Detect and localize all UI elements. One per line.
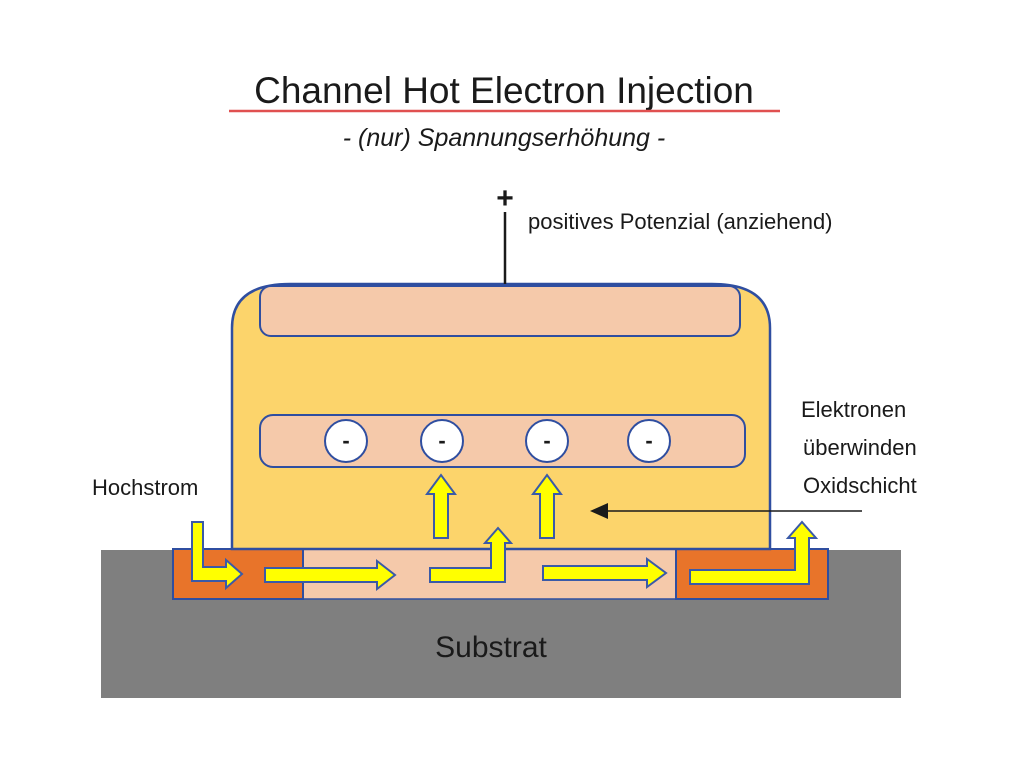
pointer-arrow-head [590,503,608,519]
electron: - [420,419,464,463]
floating-gate [259,414,746,468]
substrate-label: Substrat [435,631,547,664]
arrow-right-icon [264,558,397,592]
arrow-right-icon [191,521,244,591]
gate-potential-label: positives Potenzial (anziehend) [528,209,833,234]
electron: - [627,419,671,463]
electron-symbol: - [438,428,445,453]
diagram-subtitle: - (nur) Spannungserhöhung - [343,124,665,152]
arrow-up-icon [425,473,457,539]
electron-symbol: - [543,428,550,453]
control-gate [259,285,741,337]
electron-label-line-1: Elektronen [801,397,906,422]
hochstrom-label: Hochstrom [92,475,198,500]
arrow-up-right-icon [429,526,514,583]
arrow-up-right-icon [689,520,819,585]
arrow-up-icon [531,473,563,539]
plus-icon: + [496,182,514,215]
diagram-title: Channel Hot Electron Injection [254,70,754,111]
electron-symbol: - [342,428,349,453]
arrow-right-icon [542,557,668,589]
electron: - [525,419,569,463]
electron: - [324,419,368,463]
electron-label-line-3: Oxidschicht [803,473,917,498]
electron-label-line-2: überwinden [803,435,917,460]
electron-symbol: - [645,428,652,453]
